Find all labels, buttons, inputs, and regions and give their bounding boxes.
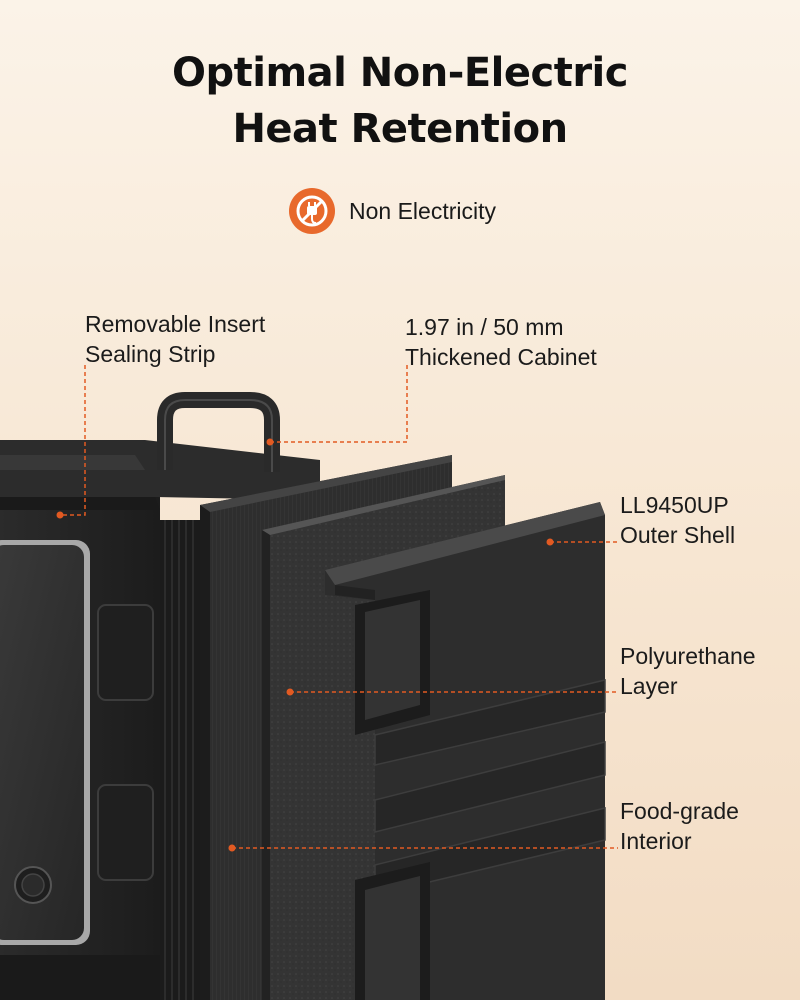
callout-food-line1: Food-grade bbox=[620, 798, 739, 824]
title-line-1: Optimal Non-Electric bbox=[172, 50, 628, 96]
title-line-2: Heat Retention bbox=[232, 106, 568, 152]
page-title: Optimal Non-Electric Heat Retention bbox=[0, 45, 800, 157]
callout-cabinet-line2: Thickened Cabinet bbox=[405, 344, 597, 370]
cabinet-marker-dot bbox=[266, 438, 274, 446]
callout-food-line2: Interior bbox=[620, 828, 692, 854]
callout-insert-line2: Sealing Strip bbox=[85, 341, 216, 367]
food-marker-dot bbox=[228, 844, 236, 852]
callout-cabinet-line1: 1.97 in / 50 mm bbox=[405, 314, 564, 340]
callout-poly-line2: Layer bbox=[620, 673, 678, 699]
callout-insert-line1: Removable Insert bbox=[85, 311, 266, 337]
callout-removable-insert: Removable Insert Sealing Strip bbox=[85, 309, 265, 369]
callout-food-grade-interior: Food-grade Interior bbox=[620, 796, 739, 856]
callout-shell-line1: LL9450UP bbox=[620, 492, 729, 518]
callout-thickened-cabinet: 1.97 in / 50 mm Thickened Cabinet bbox=[405, 312, 597, 372]
non-electricity-badge: Non Electricity bbox=[289, 188, 496, 234]
interior-liner-section bbox=[325, 502, 606, 1000]
no-plug-icon bbox=[289, 188, 335, 234]
callout-poly-line1: Polyurethane bbox=[620, 643, 756, 669]
carrier-body bbox=[0, 392, 320, 1000]
callout-polyurethane-layer: Polyurethane Layer bbox=[620, 641, 756, 701]
badge-label: Non Electricity bbox=[349, 197, 496, 224]
shell-marker-dot bbox=[546, 538, 554, 546]
cabinet-leader-line bbox=[270, 365, 408, 443]
insert-leader-line bbox=[60, 365, 86, 516]
callout-outer-shell: LL9450UP Outer Shell bbox=[620, 490, 735, 550]
poly-marker-dot bbox=[286, 688, 294, 696]
insert-marker-dot bbox=[56, 511, 64, 519]
callout-shell-line2: Outer Shell bbox=[620, 522, 736, 548]
